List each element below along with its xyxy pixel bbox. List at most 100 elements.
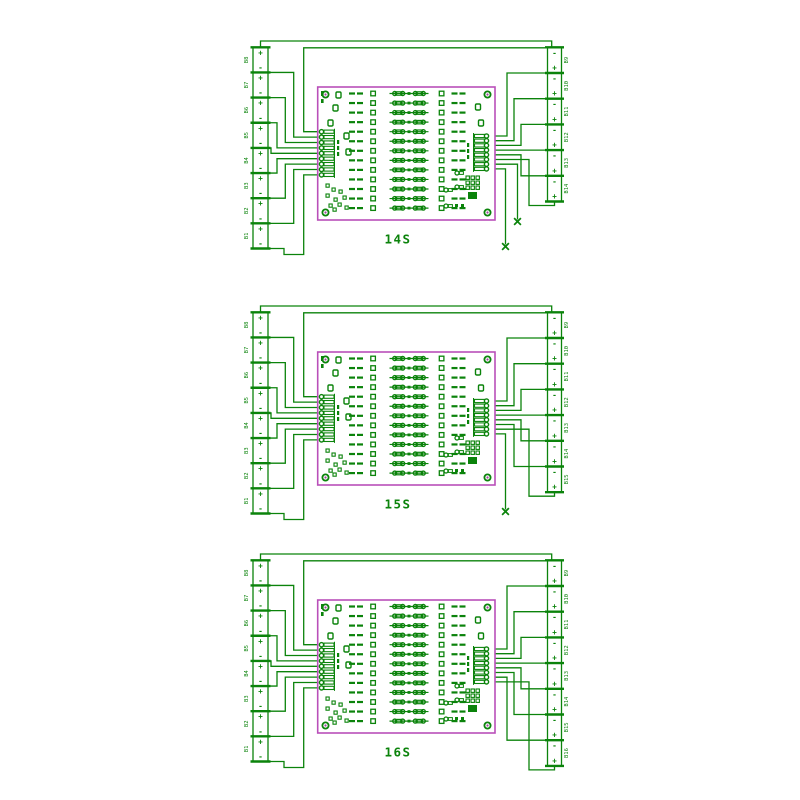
silkscreen-dash bbox=[349, 92, 355, 95]
no-connection-x-icon bbox=[501, 242, 510, 251]
wire-left-tap bbox=[268, 158, 322, 174]
silkscreen-dash bbox=[349, 443, 355, 446]
silkscreen-dash bbox=[357, 140, 363, 143]
silkscreen-cluster-part bbox=[465, 693, 470, 698]
cell-label: B11 bbox=[564, 372, 570, 382]
balance-resistor bbox=[415, 413, 424, 419]
component-pad bbox=[420, 384, 426, 390]
cell-polarity-bottom: - bbox=[258, 601, 263, 610]
balance-resistor bbox=[415, 709, 424, 714]
silkscreen-pad-square bbox=[370, 460, 377, 467]
silkscreen-dash bbox=[459, 376, 466, 379]
cell-label: B1 bbox=[244, 233, 250, 240]
silkscreen-dot bbox=[407, 111, 411, 114]
silkscreen-cluster-part bbox=[475, 698, 480, 703]
component-pad bbox=[420, 167, 426, 173]
silkscreen-dash bbox=[459, 643, 466, 646]
bms-board bbox=[316, 86, 496, 221]
silkscreen-dot bbox=[407, 671, 411, 675]
silkscreen-dash bbox=[459, 187, 466, 191]
silkscreen-pad-square bbox=[438, 441, 445, 448]
component-pad bbox=[400, 374, 406, 381]
cell-label: B15 bbox=[564, 474, 570, 484]
silkscreen-dash bbox=[349, 395, 355, 398]
cell-polarity-bottom: - bbox=[258, 88, 263, 97]
balance-resistor bbox=[394, 718, 403, 724]
component-pad bbox=[392, 128, 398, 135]
component-pad bbox=[412, 680, 418, 686]
component-pad bbox=[392, 451, 398, 457]
silkscreen-pad-square bbox=[438, 119, 445, 126]
component-pad bbox=[412, 708, 418, 715]
silkscreen-cluster-part bbox=[342, 708, 347, 713]
component-pad bbox=[400, 661, 406, 667]
component-pad bbox=[392, 374, 398, 381]
wire-left-pack-negative bbox=[268, 174, 322, 256]
balance-resistor bbox=[415, 138, 424, 144]
silkscreen-cluster-part bbox=[328, 716, 333, 721]
component-pad bbox=[392, 365, 398, 371]
silkscreen-glyph bbox=[461, 469, 464, 472]
silkscreen-dash bbox=[459, 614, 466, 618]
silkscreen-pad-square bbox=[438, 708, 445, 715]
component-pad bbox=[412, 119, 418, 125]
silkscreen-cluster-part bbox=[465, 175, 470, 180]
cell-polarity-top: + bbox=[258, 73, 263, 82]
silkscreen-ic bbox=[468, 705, 477, 712]
component-pad bbox=[420, 90, 426, 97]
component-pad bbox=[400, 651, 406, 657]
board-outline bbox=[316, 86, 496, 221]
cell-polarity-bottom: + bbox=[552, 756, 557, 765]
silkscreen-dash bbox=[459, 634, 466, 637]
mounting-hole-icon bbox=[321, 208, 330, 217]
silkscreen-text-mark bbox=[337, 152, 340, 156]
cell-label: B6 bbox=[244, 107, 250, 114]
silkscreen-dash bbox=[349, 130, 355, 133]
mounting-hole-center bbox=[324, 211, 327, 214]
balance-resistor bbox=[394, 699, 403, 705]
component-pad bbox=[400, 632, 406, 638]
cell-label: B14 bbox=[564, 448, 570, 459]
cell-polarity-top: + bbox=[258, 464, 263, 473]
silkscreen-cluster-part bbox=[470, 688, 475, 693]
component-pad bbox=[420, 205, 426, 211]
silkscreen-dash bbox=[459, 92, 466, 95]
balance-resistor bbox=[415, 470, 424, 476]
cell-polarity-bottom: - bbox=[258, 677, 263, 686]
component-pad bbox=[412, 661, 418, 667]
silkscreen-dash bbox=[349, 414, 355, 417]
bms-wiring-diagram-16s: +-B8+-B7+-B6+-B5+-B4+-B3+-B2+-B1-+B9-+B1… bbox=[244, 553, 570, 771]
balance-resistor bbox=[394, 671, 403, 676]
silkscreen-dash bbox=[349, 187, 355, 191]
silkscreen-pad-square bbox=[438, 660, 445, 667]
silkscreen-pad-square bbox=[370, 138, 377, 145]
component-pad bbox=[392, 613, 398, 619]
cell-polarity-bottom: - bbox=[258, 353, 263, 362]
silkscreen-dash bbox=[451, 140, 458, 143]
mounting-hole-icon bbox=[483, 473, 492, 482]
component-pad bbox=[412, 460, 418, 467]
cell-label: B3 bbox=[244, 447, 250, 454]
silkscreen-dash bbox=[349, 159, 355, 162]
silkscreen-dash bbox=[357, 443, 363, 446]
component-pad bbox=[400, 603, 406, 610]
silkscreen-pad-square bbox=[370, 186, 377, 192]
balance-resistor bbox=[415, 632, 424, 638]
silkscreen-text-mark bbox=[467, 149, 470, 153]
silkscreen-cluster-part bbox=[338, 454, 343, 459]
component-pad bbox=[420, 680, 426, 686]
component-pad bbox=[392, 718, 398, 724]
balance-resistor bbox=[394, 432, 403, 438]
cell-polarity-top: - bbox=[552, 741, 557, 750]
silkscreen-dot bbox=[407, 462, 411, 465]
component-pad bbox=[412, 128, 418, 135]
wire-right-tap bbox=[486, 676, 548, 741]
cell-polarity-top: - bbox=[552, 125, 557, 134]
cell-polarity-top: + bbox=[258, 637, 263, 646]
component-pad bbox=[412, 642, 418, 648]
silkscreen-dash bbox=[459, 710, 466, 713]
component-pad bbox=[400, 642, 406, 648]
cell-polarity-bottom: + bbox=[552, 115, 557, 124]
battery-stack-left: +-B8+-B7+-B6+-B5+-B4+-B3+-B2+-B1 bbox=[244, 559, 271, 763]
component-pad bbox=[400, 157, 406, 164]
